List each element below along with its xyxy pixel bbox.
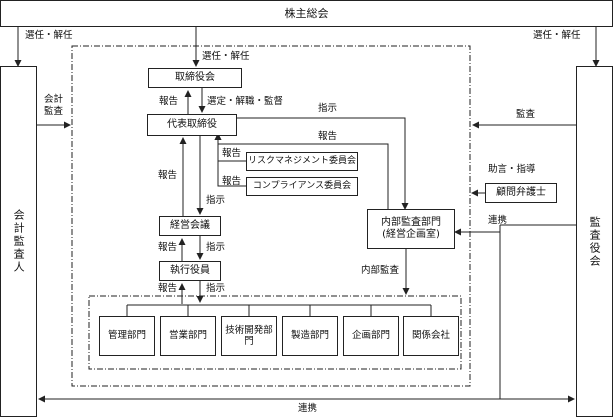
accounting-auditor-box: 会計監査人	[0, 66, 37, 417]
label-report-risk: 報告	[222, 148, 242, 159]
ceo-box: 代表取締役	[147, 114, 237, 136]
dept-box: 営業部門	[160, 316, 216, 356]
compliance-committee-box: コンプライアンス委員会	[246, 177, 358, 196]
departments-frame	[88, 295, 462, 370]
dept-box: 製造部門	[282, 316, 338, 356]
board-box: 取締役会	[148, 68, 242, 88]
arrow-internal-audit-to-ceo	[214, 133, 389, 209]
label-cooperation-right: 連携	[488, 215, 508, 226]
arrow-compliance-to-ceo	[214, 133, 246, 187]
dept-drops	[126, 305, 432, 316]
exec-officers-box: 執行役員	[159, 261, 221, 281]
arrow-cooperation-right	[455, 224, 576, 232]
label-report-exec: 報告	[158, 242, 178, 253]
label-report-depts: 報告	[158, 283, 178, 294]
dept-box: 関係会社	[403, 316, 459, 356]
label-internal-audit: 内部監査	[361, 265, 400, 276]
mgmt-meeting-box: 経営会議	[159, 216, 221, 236]
shareholders-box: 株主総会	[0, 0, 613, 27]
internal-audit-label: 内部監査部門	[381, 217, 441, 228]
risk-committee-box: リスクマネジメント委員会	[246, 152, 358, 171]
label-instruct-mgmt: 指示	[206, 195, 226, 206]
dept-box: 管理部門	[99, 316, 155, 356]
label-instruct-exec: 指示	[206, 242, 226, 253]
internal-audit-box: 内部監査部門 (経営企画室)	[367, 209, 455, 249]
dept-box: 企画部門	[343, 316, 399, 356]
label-audit: 監査	[516, 109, 536, 120]
label-report-mgmt: 報告	[158, 170, 178, 181]
label-appoint-left: 選任・解任	[25, 30, 73, 41]
label-cooperation-bottom: 連携	[298, 403, 318, 414]
internal-audit-sublabel: (経営企画室)	[382, 229, 440, 240]
label-appoint-right: 選任・解任	[533, 30, 581, 41]
audit-board-box: 監査役会	[576, 66, 613, 417]
label-report-audit: 報告	[318, 131, 338, 142]
label-select-dismiss: 選定・解職・監督	[207, 96, 284, 107]
label-accounting-audit-2: 監査	[44, 106, 64, 117]
label-advice: 助言・指導	[488, 164, 536, 175]
dept-box: 技術開発部門	[221, 316, 277, 356]
arrow-ceo-to-internal-audit	[237, 117, 409, 210]
label-instruct-audit: 指示	[318, 103, 338, 114]
label-accounting-audit-1: 会計	[44, 94, 64, 105]
label-report-board: 報告	[159, 96, 179, 107]
label-report-compliance: 報告	[222, 176, 242, 187]
legal-advisor-box: 顧問弁護士	[485, 183, 557, 203]
label-appoint-center: 選任・解任	[202, 51, 250, 62]
label-instruct-depts: 指示	[206, 283, 226, 294]
company-frame	[71, 45, 471, 387]
